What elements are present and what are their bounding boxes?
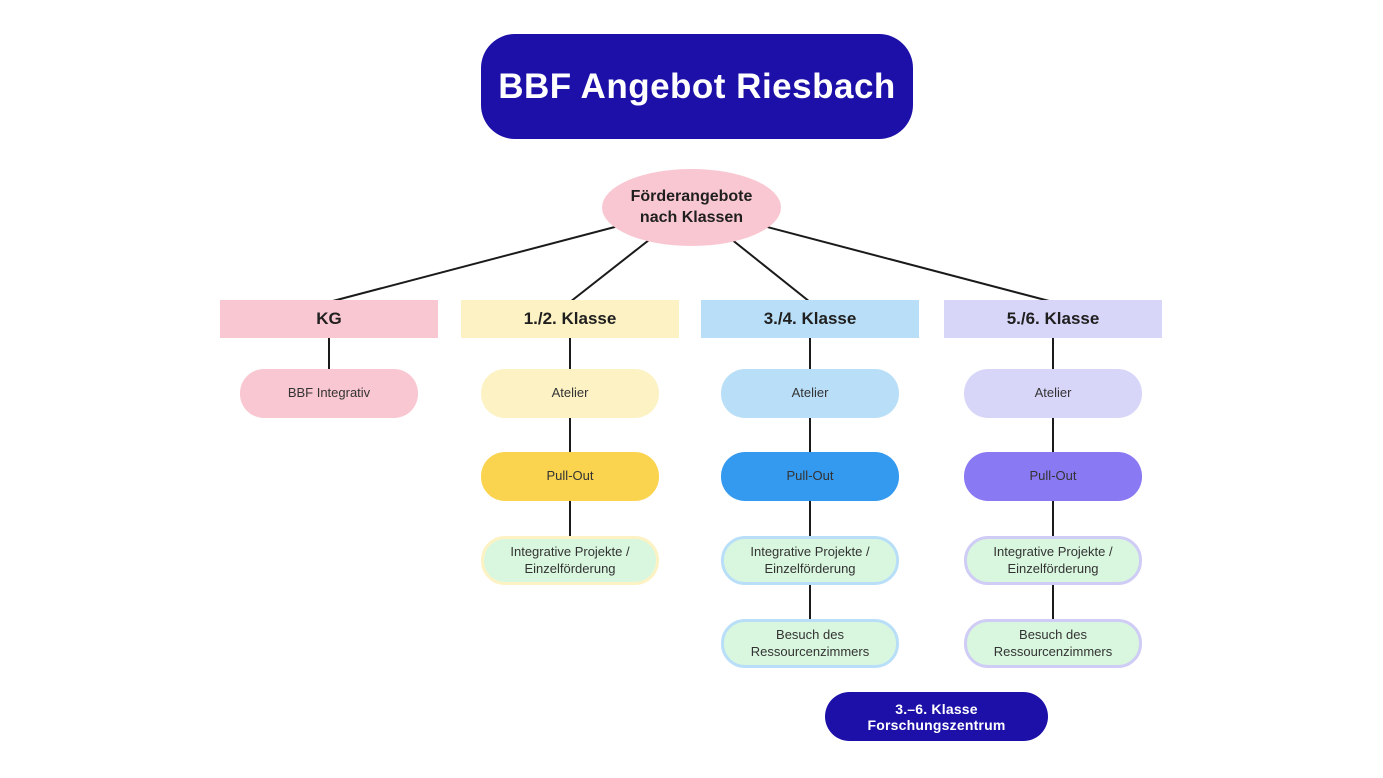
node-bbf-integrativ: BBF Integrativ (240, 369, 418, 418)
root-node: Förderangebote nach Klassen (602, 169, 781, 246)
node-pullout-1-2: Pull-Out (481, 452, 659, 501)
column-header-klasse-5-6: 5./6. Klasse (944, 300, 1162, 338)
node-integrative-projekte-5-6: Integrative Projekte / Einzelförderung (964, 536, 1142, 585)
node-pullout-5-6: Pull-Out (964, 452, 1142, 501)
node-pullout-3-4: Pull-Out (721, 452, 899, 501)
node-ressourcenzimmer-3-4: Besuch des Ressourcenzimmers (721, 619, 899, 668)
footer-badge-forschungszentrum: 3.–6. Klasse Forschungszentrum (825, 692, 1048, 741)
column-header-klasse-1-2: 1./2. Klasse (461, 300, 679, 338)
node-atelier-3-4: Atelier (721, 369, 899, 418)
node-integrative-projekte-1-2: Integrative Projekte / Einzelförderung (481, 536, 659, 585)
column-header-klasse-3-4: 3./4. Klasse (701, 300, 919, 338)
node-integrative-projekte-3-4: Integrative Projekte / Einzelförderung (721, 536, 899, 585)
node-atelier-1-2: Atelier (481, 369, 659, 418)
node-ressourcenzimmer-5-6: Besuch des Ressourcenzimmers (964, 619, 1142, 668)
diagram-title: BBF Angebot Riesbach (481, 34, 913, 139)
column-header-kg: KG (220, 300, 438, 338)
node-atelier-5-6: Atelier (964, 369, 1142, 418)
